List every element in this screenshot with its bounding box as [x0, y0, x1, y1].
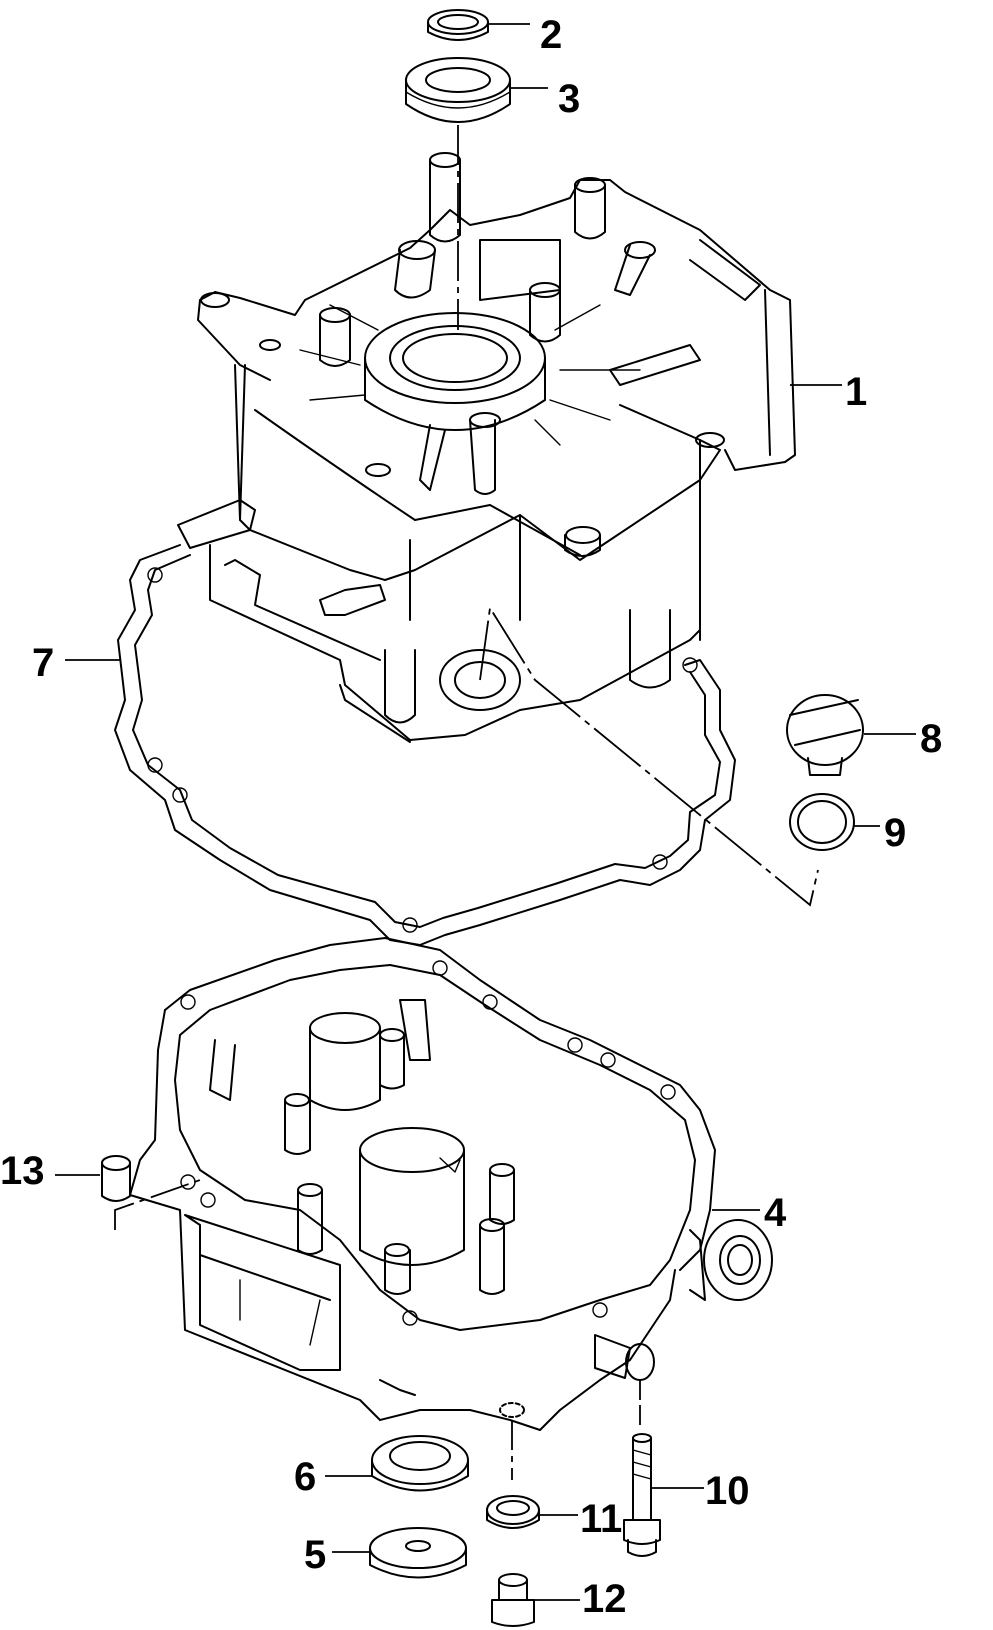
part-12-plug	[491, 1573, 535, 1627]
part-1-crankcase-cover	[177, 152, 796, 743]
part-11-washer	[486, 1495, 540, 1529]
part-4-crankcase-base	[129, 937, 773, 1431]
part-5-cap	[369, 1527, 467, 1579]
part-2-oil-seal	[427, 9, 489, 41]
callout-11: 11	[580, 1497, 622, 1541]
part-10-bolt	[623, 1433, 661, 1557]
part-6-oil-seal	[371, 1435, 469, 1492]
part-3-bearing	[405, 57, 511, 123]
callout-13: 13	[0, 1149, 45, 1193]
part-7-gasket	[114, 544, 736, 946]
callout-10: 10	[705, 1469, 750, 1513]
callout-4: 4	[764, 1191, 787, 1235]
callout-8: 8	[920, 717, 942, 761]
boss-pins	[177, 152, 725, 641]
part-13-dowel-pin	[101, 1155, 131, 1202]
callout-12: 12	[582, 1577, 627, 1621]
part-8-drain-plug	[786, 694, 864, 776]
callout-2: 2	[540, 13, 562, 57]
callout-9: 9	[884, 811, 906, 855]
callout-5: 5	[304, 1533, 326, 1577]
callout-3: 3	[558, 77, 580, 121]
callout-6: 6	[294, 1455, 316, 1499]
callout-7: 7	[32, 641, 54, 685]
callout-1: 1	[845, 370, 867, 414]
base-pins	[209, 999, 515, 1295]
part-9-o-ring	[789, 793, 855, 851]
